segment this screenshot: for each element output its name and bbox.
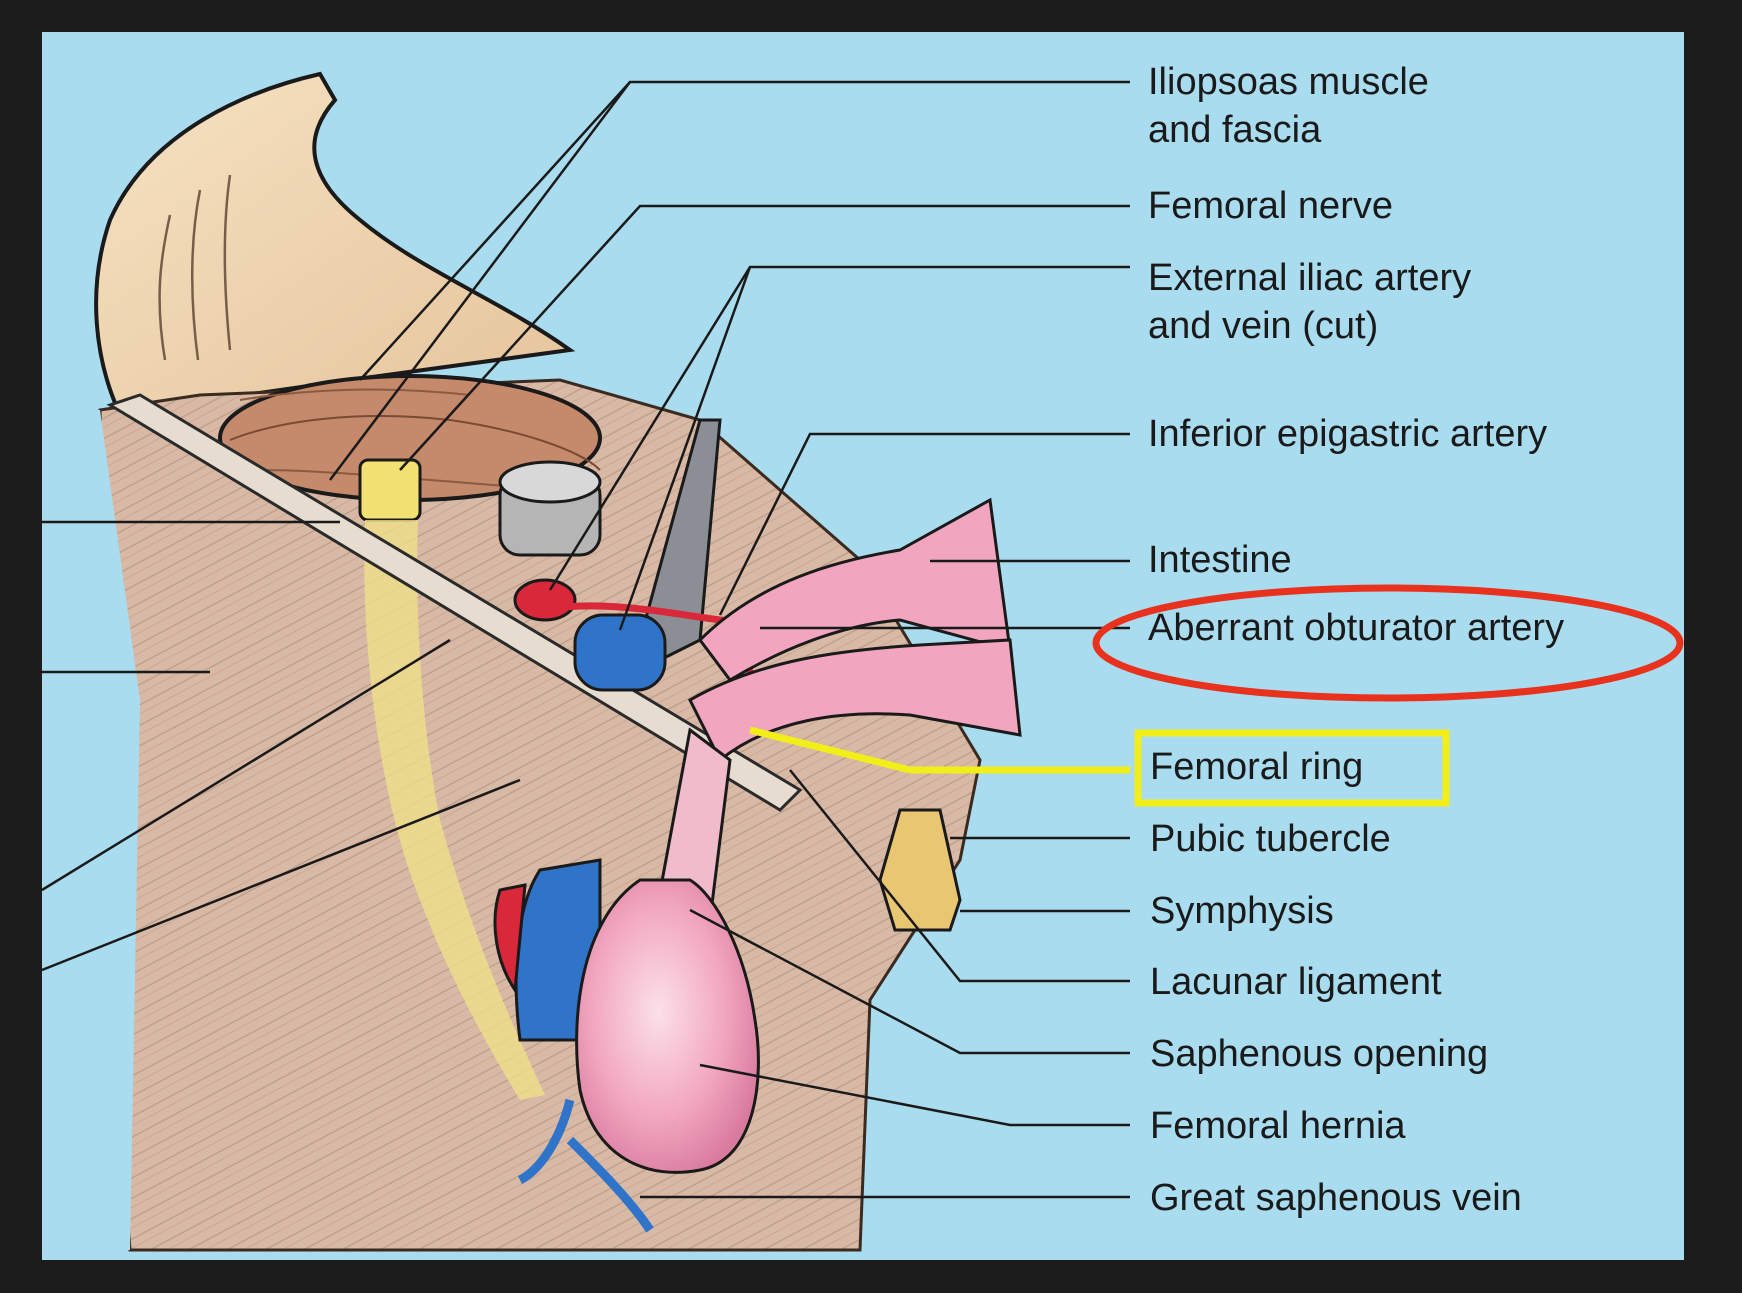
label-femoral-nerve: Femoral nerve	[1148, 185, 1393, 227]
label-lacunar-ligament: Lacunar ligament	[1150, 961, 1442, 1003]
label-external-iliac-line2: and vein (cut)	[1148, 305, 1379, 347]
label-saphenous-opening: Saphenous opening	[1150, 1033, 1489, 1075]
label-external-iliac: External iliac artery and vein (cut)	[1148, 254, 1471, 350]
femoral-ring-highlight-box	[1134, 729, 1450, 807]
femoral-ring-leader	[749, 726, 1130, 774]
label-inferior-epigastric: Inferior epigastric artery	[1148, 413, 1548, 455]
femoral-nerve-cut	[358, 458, 422, 522]
label-femoral-hernia: Femoral hernia	[1150, 1105, 1406, 1147]
femoral-hernia-sac	[575, 878, 760, 1174]
label-intestine: Intestine	[1148, 539, 1292, 581]
label-femoral-ring: Femoral ring	[1150, 746, 1364, 788]
intestine-loop-upper	[698, 497, 1012, 682]
inguinal-ligament	[106, 393, 803, 812]
femoral-artery-below	[493, 883, 527, 995]
great-saphenous-vessel	[517, 1098, 654, 1233]
leader-lines	[41, 80, 1130, 1199]
external-iliac-artery	[513, 578, 577, 622]
label-symphysis: Symphysis	[1150, 890, 1334, 932]
label-great-saphenous-vein: Great saphenous vein	[1150, 1177, 1522, 1219]
aberrant-obturator-highlight-circle	[1092, 584, 1684, 702]
label-pubic-tubercle: Pubic tubercle	[1150, 818, 1391, 860]
label-external-iliac-line1: External iliac artery	[1148, 257, 1472, 299]
label-iliopsoas-line2: and fascia	[1148, 109, 1322, 151]
label-iliopsoas-line1: Iliopsoas muscle	[1148, 61, 1429, 103]
label-aberrant-obturator: Aberrant obturator artery	[1148, 607, 1565, 649]
external-iliac-vein	[573, 613, 667, 692]
label-iliopsoas: Iliopsoas muscle and fascia	[1148, 58, 1429, 154]
